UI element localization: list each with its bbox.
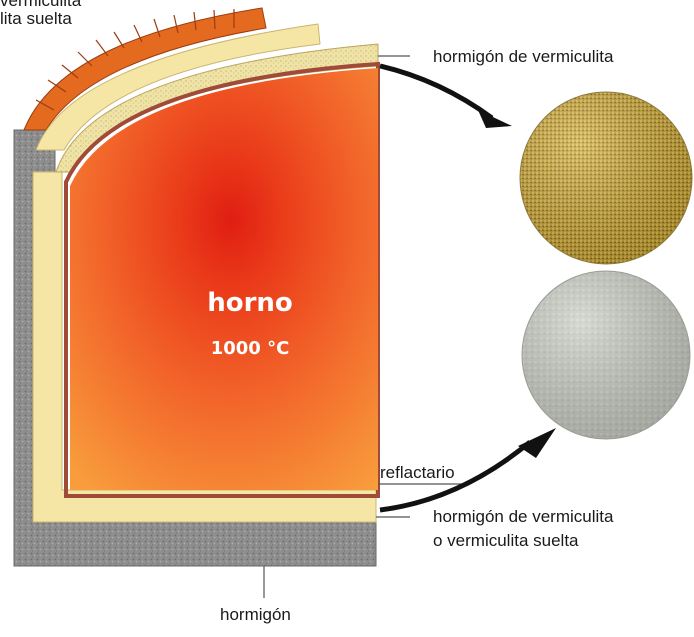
label-furnace-temperature: 1000 °C (190, 338, 310, 359)
vermiculite-concrete-sample (520, 92, 692, 264)
label-refractory: reflactario (380, 462, 455, 483)
label-vermiculite-concrete-top: hormigón de vermiculita (433, 46, 613, 67)
label-vermiculite-concrete-bottom-line2: o vermiculita suelta (433, 530, 579, 551)
label-concrete: hormigón (220, 604, 291, 625)
label-vermiculite-concrete-bottom-line1: hormigón de vermiculita (433, 506, 613, 527)
furnace-chamber (70, 68, 378, 490)
loose-vermiculite-sample (522, 271, 690, 439)
label-furnace: horno (190, 288, 310, 318)
arrow-to-top-sample (380, 66, 512, 128)
label-loose-vermiculite-line2: lita suelta (0, 8, 72, 29)
